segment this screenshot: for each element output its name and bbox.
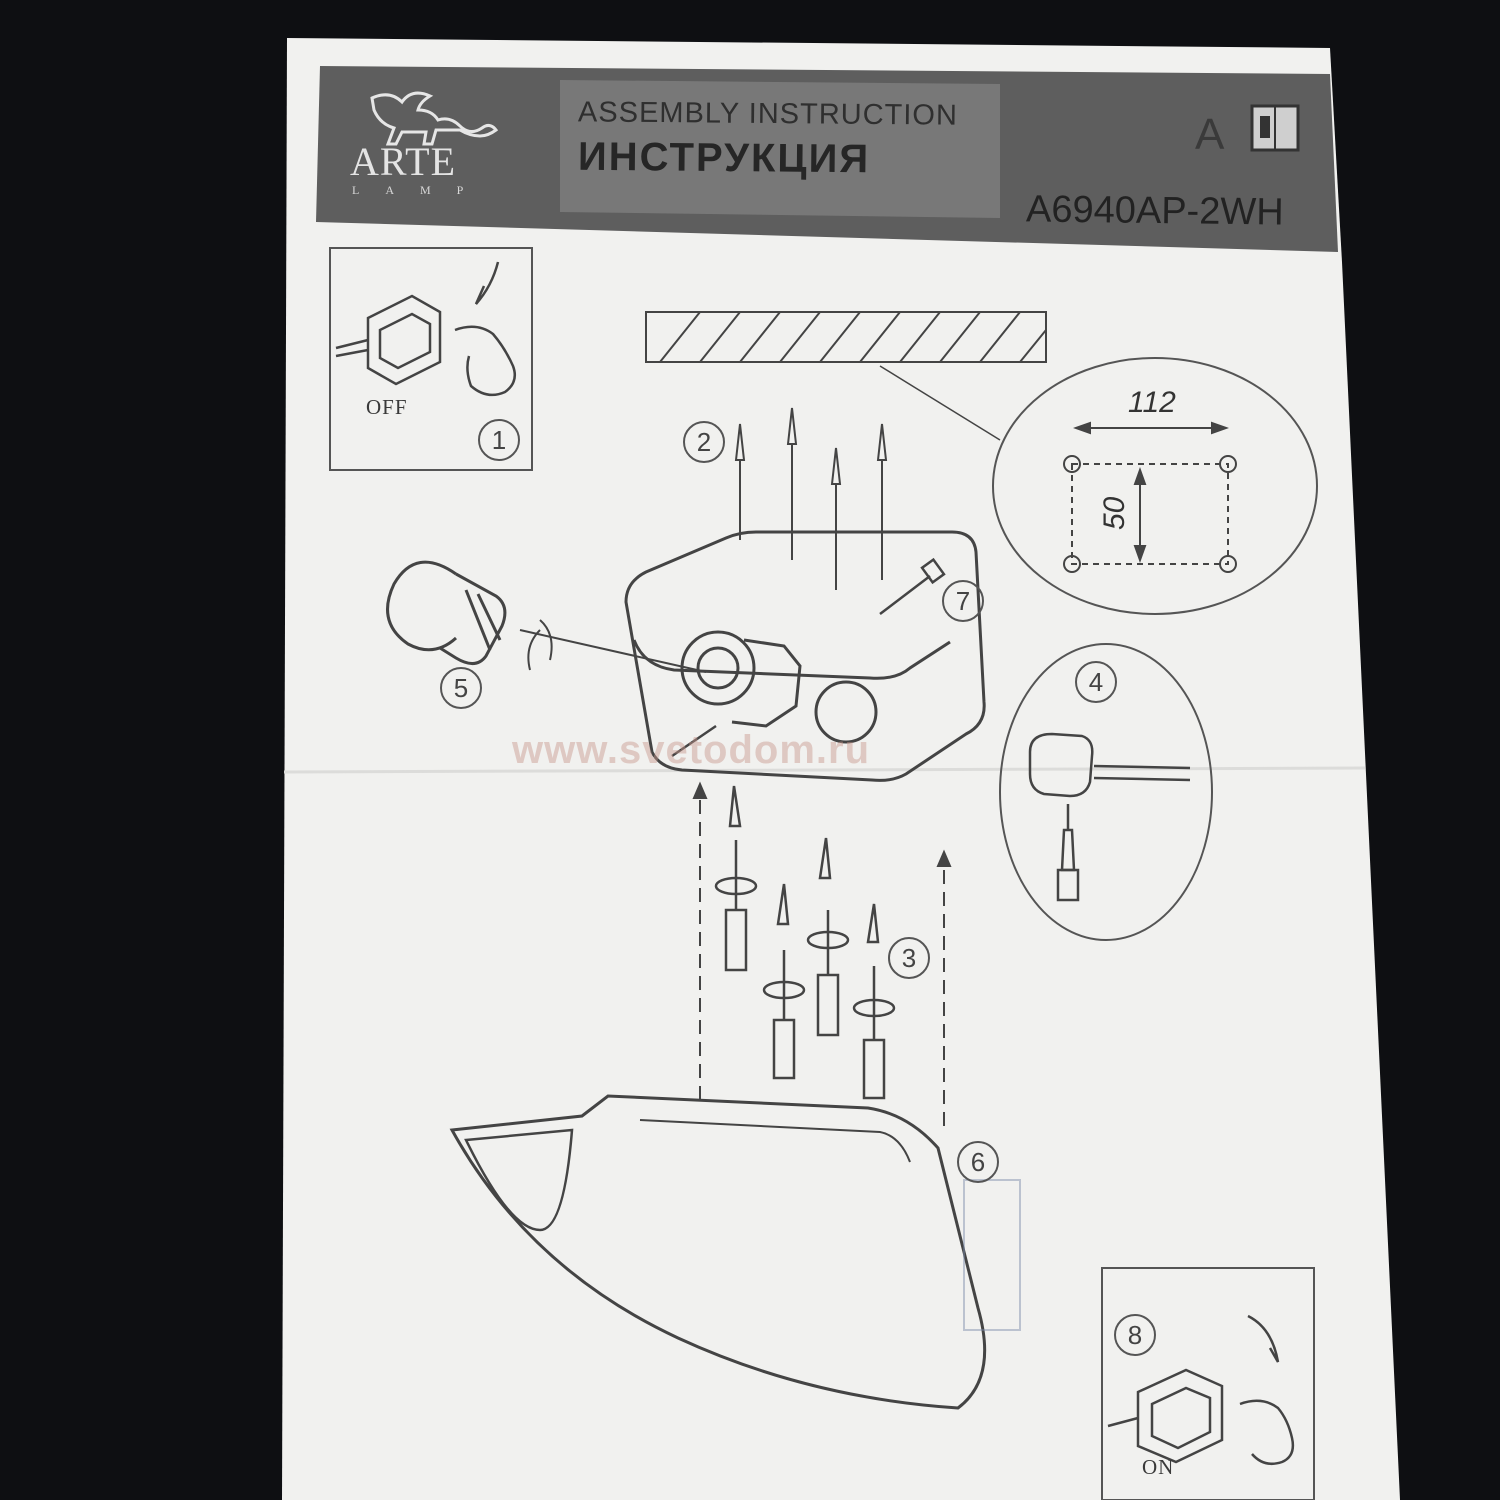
website-watermark: www.svetodom.ru xyxy=(512,728,871,772)
header-band-light xyxy=(560,80,1000,218)
dimension-width: 112 xyxy=(1128,386,1176,419)
light-bulb xyxy=(386,560,707,673)
wall-switch-on-icon xyxy=(1107,1314,1295,1465)
step-number-4: 4 xyxy=(1075,661,1117,703)
model-number: A6940AP-2WH xyxy=(1025,188,1284,234)
step-8-box xyxy=(1101,1267,1315,1500)
wall-switch-off-icon xyxy=(335,261,516,397)
ceiling-hatch xyxy=(645,311,1047,441)
lamp-socket xyxy=(680,630,878,744)
step-number-7: 7 xyxy=(942,580,984,622)
step-number-6: 6 xyxy=(957,1141,999,1183)
lamp-shade xyxy=(449,1094,987,1410)
step-1-box xyxy=(329,247,533,471)
title-russian: ИНСТРУКЦИЯ xyxy=(577,134,871,182)
wiring-detail-ellipse xyxy=(999,643,1213,941)
step-number-5: 5 xyxy=(440,667,482,709)
dimension-height: 50 xyxy=(1098,496,1131,530)
inspection-stamp xyxy=(963,1179,1021,1331)
guide-arrows xyxy=(692,781,952,1132)
brand-name: ARTE xyxy=(350,139,457,184)
fixing-screw xyxy=(671,557,946,758)
title-english: ASSEMBLY INSTRUCTION xyxy=(577,96,959,132)
mounting-detail-ellipse xyxy=(992,357,1318,615)
language-letter: A xyxy=(1195,110,1225,159)
language-book-icon xyxy=(1250,104,1300,152)
mounting-hole-pattern xyxy=(1063,421,1237,573)
wall-anchors xyxy=(734,407,888,590)
screwdrivers xyxy=(714,785,896,1100)
brand-subtitle: LAMP xyxy=(352,183,490,197)
winged-lion-logo xyxy=(370,91,499,146)
step-number-1: 1 xyxy=(478,419,520,461)
step-number-2: 2 xyxy=(683,421,725,463)
switch-off-label: OFF xyxy=(366,395,408,419)
wiring-terminal xyxy=(1028,732,1191,902)
step-number-8: 8 xyxy=(1114,1314,1156,1356)
step-number-3: 3 xyxy=(888,937,930,979)
lamp-base-plate xyxy=(624,530,986,782)
switch-on-label: ON xyxy=(1142,1455,1175,1479)
